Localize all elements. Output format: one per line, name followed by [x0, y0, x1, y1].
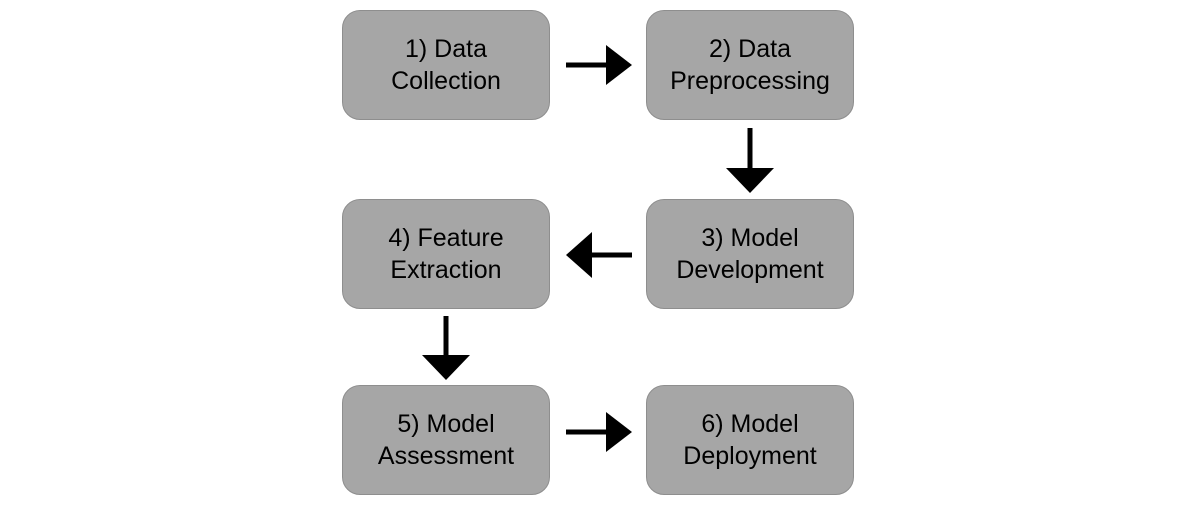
step-label: 5) Model Assessment — [378, 408, 514, 472]
step-title-line: Collection — [391, 67, 501, 95]
arrow-right-icon — [566, 45, 632, 85]
step-title-line: Assessment — [377, 442, 515, 470]
step-feature-extraction: 4) Feature Extraction — [342, 199, 550, 309]
step-label: 4) Feature Extraction — [388, 222, 503, 286]
step-label: 2) Data Preprocessing — [670, 33, 830, 97]
step-number-line: 6) Model — [701, 410, 799, 438]
step-model-assessment: 5) Model Assessment — [342, 385, 550, 495]
step-title-line: Development — [676, 256, 824, 284]
step-number-line: 5) Model — [397, 410, 495, 438]
step-number-line: 4) Feature — [388, 224, 504, 252]
step-number-line: 2) Data — [709, 35, 791, 63]
arrow-down-icon — [726, 128, 774, 193]
step-title-line: Preprocessing — [670, 67, 830, 95]
step-number-line: 3) Model — [701, 224, 799, 252]
arrow-left-icon — [566, 232, 632, 278]
step-title-line: Extraction — [390, 256, 502, 284]
arrow-right-icon — [566, 412, 632, 452]
step-model-deployment: 6) Model Deployment — [646, 385, 854, 495]
step-data-collection: 1) Data Collection — [342, 10, 550, 120]
step-model-development: 3) Model Development — [646, 199, 854, 309]
step-label: 6) Model Deployment — [683, 408, 816, 472]
step-data-preprocessing: 2) Data Preprocessing — [646, 10, 854, 120]
step-title-line: Deployment — [683, 442, 817, 470]
step-number-line: 1) Data — [405, 35, 487, 63]
step-label: 3) Model Development — [676, 222, 823, 286]
step-label: 1) Data Collection — [391, 33, 501, 97]
arrow-down-icon — [422, 316, 470, 380]
